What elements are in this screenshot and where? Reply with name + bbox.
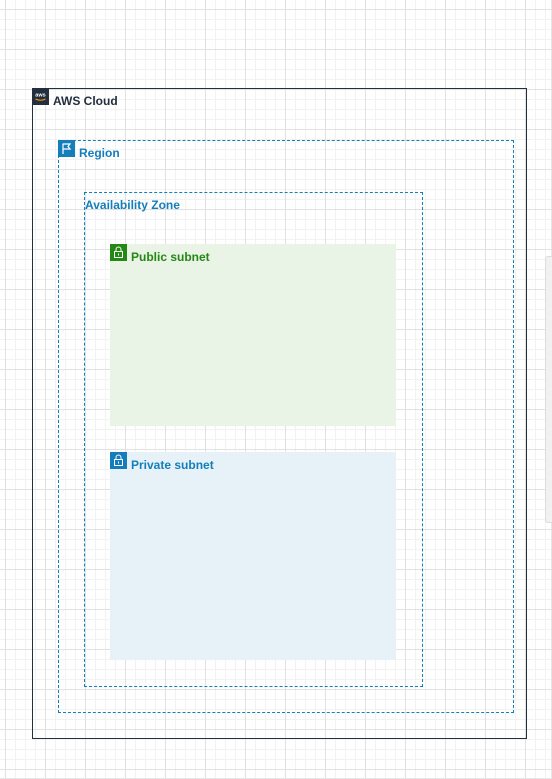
public-subnet-label: Public subnet: [131, 250, 210, 264]
private-subnet-label: Private subnet: [131, 458, 214, 472]
region-group[interactable]: [58, 140, 514, 713]
private-subnet-group[interactable]: [110, 452, 396, 660]
format-panel-toggle[interactable]: [545, 256, 552, 523]
availability-zone-group[interactable]: [84, 192, 423, 687]
region-label: Region: [79, 146, 120, 160]
aws-logo-icon: aws: [32, 88, 49, 105]
aws-cloud-group[interactable]: [32, 88, 527, 739]
aws-cloud-label: AWS Cloud: [53, 94, 118, 108]
lock-icon: [110, 244, 127, 261]
lock-icon: [110, 452, 127, 469]
availability-zone-label: Availability Zone: [85, 198, 180, 212]
region-flag-icon: [58, 140, 75, 157]
public-subnet-group[interactable]: [110, 244, 396, 426]
svg-text:aws: aws: [35, 93, 45, 99]
